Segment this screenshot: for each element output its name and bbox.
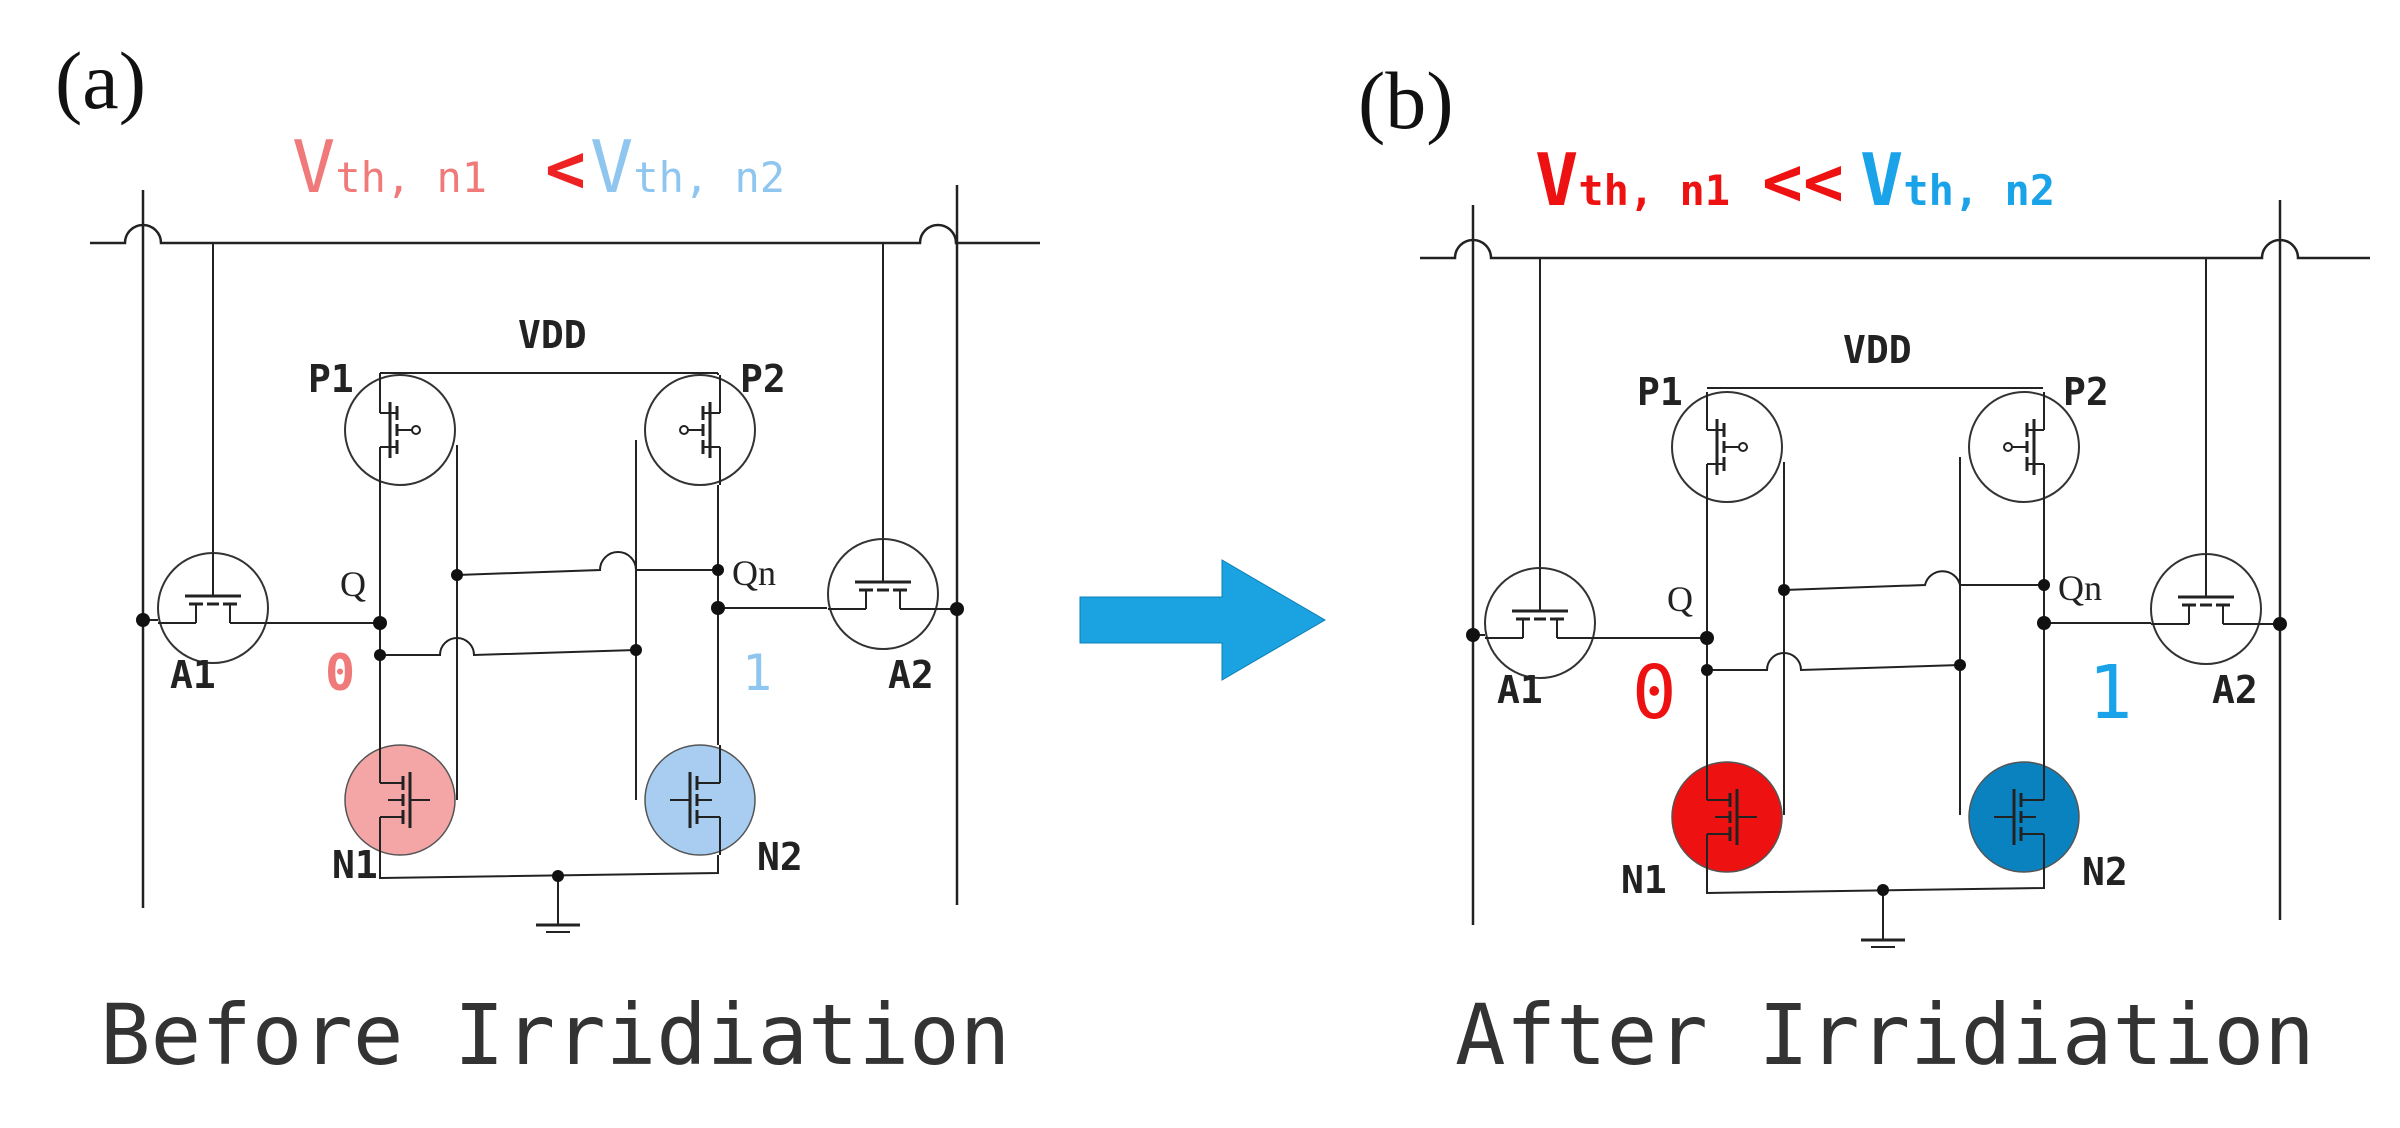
panel-b-p2-label: P2 [2063,370,2109,414]
panel-b-qn-label: Qn [2058,568,2102,608]
panel-a-p1-label: P1 [308,357,354,401]
panel-b-state-q: 0 [1632,650,1677,736]
panel-b-state-qn: 1 [2088,650,2133,736]
panel-a-state-qn: 1 [742,644,772,702]
panel-a-vdd-label: VDD [518,313,587,357]
panel-b-p1-label: P1 [1637,370,1683,414]
panel-a-a1-transistor [156,551,270,665]
panel-b-tag: (b) [1358,55,1454,146]
panel-a-state-q: 0 [325,644,355,702]
panel-b-relation: << [1762,143,1844,222]
panel-a-p1-transistor [343,373,457,487]
panel-b-p1-transistor [1670,390,1784,504]
panel-a-n2-label: N2 [757,835,803,879]
panel-b-a2-transistor [2149,552,2263,666]
panel-b-n1-label: N1 [1621,858,1667,902]
panel-b-wordline [1420,238,2370,260]
panel-b-caption: After Irridiation [1455,986,2315,1084]
panel-a: (a) Vth, n1 < Vth, n2 VDD P1 P2 [55,35,1040,1084]
panel-b-vth-relation: Vth, n1 << Vth, n2 [1535,138,2055,222]
panel-a-a2-transistor [826,537,940,651]
panel-a-wordline [90,223,1040,245]
panel-a-vth-n1: Vth, n1 [292,125,487,209]
panel-b-a1-transistor [1483,566,1597,680]
panel-a-p2-label: P2 [740,357,786,401]
panel-a-q-label: Q [340,564,366,604]
panel-a-a1-label: A1 [170,653,216,697]
panel-a-a2-label: A2 [888,653,934,697]
panel-b-a2-label: A2 [2212,668,2258,712]
panel-b-vth-n2: Vth, n2 [1860,138,2055,222]
panel-a-caption: Before Irridiation [100,986,1010,1084]
panel-a-relation: < [545,130,586,209]
panel-b-q-label: Q [1667,579,1693,619]
panel-b-n2-label: N2 [2082,850,2128,894]
panel-a-qn-label: Qn [732,553,776,593]
panel-b-a1-label: A1 [1497,668,1543,712]
panel-b-vdd-label: VDD [1843,328,1912,372]
panel-a-vth-relation: Vth, n1 < Vth, n2 [292,125,785,209]
panel-a-vth-n2: Vth, n2 [590,125,785,209]
panel-b-vth-n1: Vth, n1 [1535,138,1730,222]
right-arrow-icon [1079,559,1326,681]
panel-b: (b) Vth, n1 << Vth, n2 VDD P1 P2 [1358,55,2370,1084]
panel-a-n1-label: N1 [332,843,378,887]
panel-a-tag: (a) [55,35,146,126]
